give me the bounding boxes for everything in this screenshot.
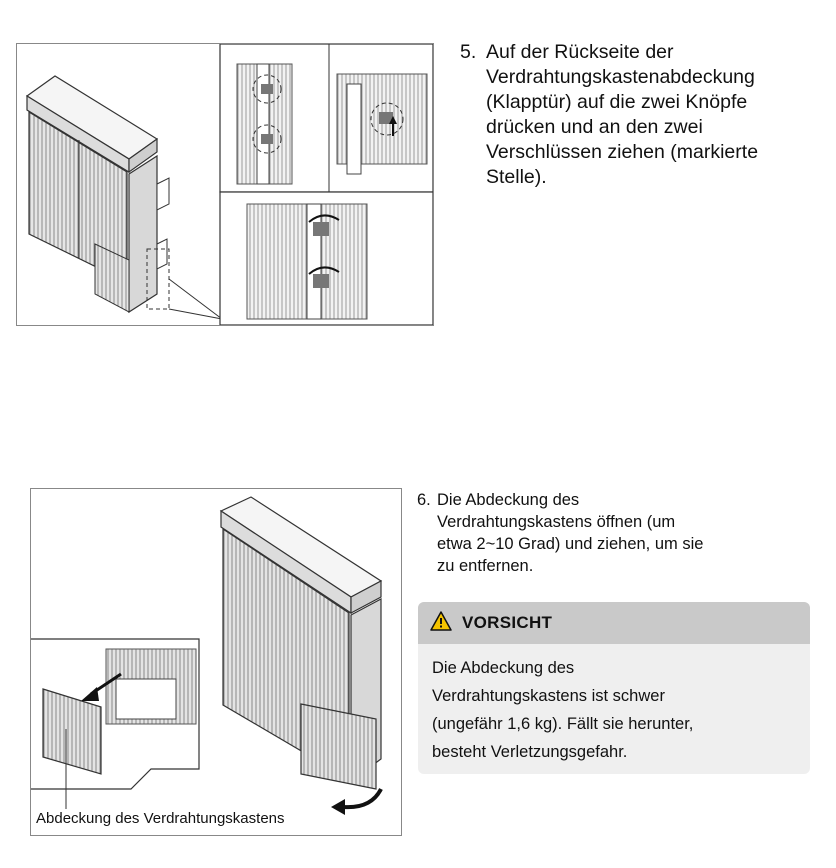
figure-step5: [16, 43, 434, 326]
step-number: 5.: [460, 41, 477, 63]
battery-unit-drawing: [25, 75, 170, 314]
battery-unit-drawing: [219, 496, 383, 815]
instruction-line: Verdrahtungskastens öffnen (um: [437, 513, 676, 531]
step-6-instruction: 6. Die Abdeckung des Verdrahtungskastens…: [417, 489, 817, 577]
instruction-line: etwa 2~10 Grad) und ziehen, um sie: [437, 535, 704, 553]
instruction-line: Auf der Rückseite der: [486, 41, 674, 63]
instruction-line: zu entfernen.: [437, 557, 534, 575]
caution-title: VORSICHT: [462, 613, 553, 632]
instruction-line: (Klapptür) auf die zwei Knöpfe: [486, 91, 748, 113]
figure-step6: [30, 488, 402, 836]
caution-line: besteht Verletzungsgefahr.: [432, 743, 628, 761]
instruction-line: Die Abdeckung des: [437, 491, 580, 509]
caution-header: VORSICHT: [418, 602, 810, 644]
caution-line: Die Abdeckung des: [432, 659, 575, 677]
step-5-instruction: 5. Auf der Rückseite der Verdrahtungskas…: [460, 40, 830, 190]
caution-line: Verdrahtungskastens ist schwer: [432, 687, 665, 705]
caution-line: (ungefähr 1,6 kg). Fällt sie herunter,: [432, 715, 694, 733]
figure-caption: Abdeckung des Verdrahtungskastens: [36, 810, 285, 827]
step-number: 6.: [417, 491, 431, 509]
warning-triangle-icon: [430, 610, 452, 636]
instruction-line: Verschlüssen ziehen (markierte: [486, 141, 759, 163]
instruction-line: Verdrahtungskastenabdeckung: [486, 66, 755, 88]
instruction-line: Stelle).: [486, 166, 547, 188]
instruction-line: drücken und an den zwei: [486, 116, 703, 138]
caution-box: VORSICHT Die Abdeckung des Verdrahtungsk…: [418, 602, 810, 774]
